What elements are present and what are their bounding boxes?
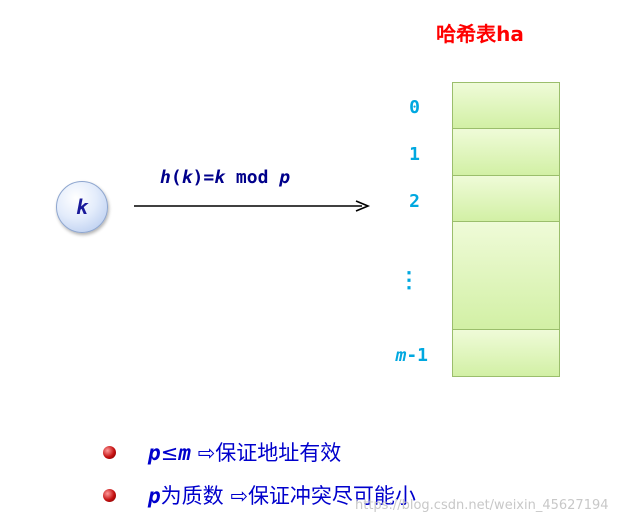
note-prime-collision: p为质数 ⇨保证冲突尽可能小 xyxy=(148,480,416,510)
slot-index-0: 0 xyxy=(409,97,420,118)
note2-text: 保证冲突尽可能小 xyxy=(247,484,416,508)
slot-index-1: 1 xyxy=(409,144,420,165)
watermark-url: https://blog.csdn.net/weixin_45627194 xyxy=(355,498,609,513)
note1-var: p xyxy=(148,441,161,465)
key-node: k xyxy=(56,181,108,233)
slot-index-last: m-1 xyxy=(368,345,428,366)
note-address-valid: p≤m ⇨保证地址有效 xyxy=(148,437,341,467)
red-sphere-bullet-1 xyxy=(103,446,116,459)
hash-table-title: 哈希表ha xyxy=(436,22,524,46)
note1-arrow: ⇨ xyxy=(190,441,216,465)
note1-text: 保证地址有效 xyxy=(215,441,342,465)
hash-function-formula: h(k)=k mod p xyxy=(160,167,290,188)
slot-index-2: 2 xyxy=(409,191,420,212)
hash-slot-2 xyxy=(452,175,560,222)
formula-p: p xyxy=(279,167,291,188)
mapping-arrow-icon xyxy=(134,200,371,212)
note2-arrow: ⇨ xyxy=(223,484,248,508)
slot-index-ellipsis: ⋮ xyxy=(398,268,420,293)
hash-slot-0 xyxy=(452,82,560,129)
slot-index-suffix: -1 xyxy=(406,345,428,366)
formula-close: )= xyxy=(192,167,215,188)
hash-slot-middle xyxy=(452,221,560,330)
key-label: k xyxy=(75,195,89,219)
formula-k2: k xyxy=(214,167,226,188)
red-sphere-bullet-2 xyxy=(103,489,116,502)
note2-var: p xyxy=(148,484,161,508)
formula-mod: mod xyxy=(225,167,280,188)
hash-slot-last xyxy=(452,329,560,377)
note1-var2: m xyxy=(178,441,191,465)
note2-text1: 为质数 xyxy=(160,484,224,508)
formula-h: h xyxy=(160,167,171,188)
slot-index-var: m xyxy=(395,345,407,366)
formula-open: ( xyxy=(170,167,182,188)
note1-op: ≤ xyxy=(160,441,179,465)
hash-slot-1 xyxy=(452,128,560,176)
formula-k1: k xyxy=(181,167,193,188)
